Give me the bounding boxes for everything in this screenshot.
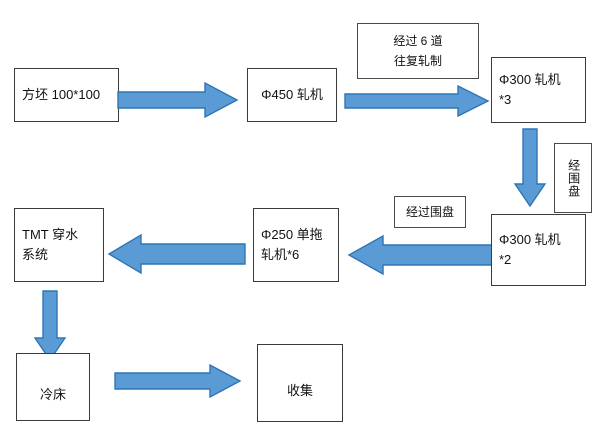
node-mill300-x2-label: Φ300 轧机 *2 bbox=[499, 231, 561, 267]
node-mill250-single-x6-label: Φ250 单拖 轧机*6 bbox=[261, 226, 323, 262]
note-loop-laying: 经围盘 bbox=[554, 143, 592, 213]
arrow-mill300x3-to-mill300x2 bbox=[513, 128, 547, 208]
arrow-coolbed-to-collect bbox=[114, 363, 242, 399]
arrow-billet-to-mill450 bbox=[117, 81, 239, 119]
node-billet[interactable]: 方坯 100*100 bbox=[14, 68, 119, 122]
note-six-pass-rolling: 经过 6 道 往复轧制 bbox=[357, 23, 479, 79]
node-cooling-bed-label: 冷床 bbox=[39, 387, 66, 403]
node-tmt-water-cooling[interactable]: TMT 穿水 系统 bbox=[14, 208, 104, 282]
node-mill450-label: Φ450 轧机 bbox=[261, 86, 323, 102]
arrow-tmt-to-coolbed bbox=[33, 290, 67, 362]
note-loop-laying-label: 经围盘 bbox=[566, 158, 581, 198]
note-six-pass-rolling-label: 经过 6 道 往复轧制 bbox=[393, 33, 443, 68]
node-mill450[interactable]: Φ450 轧机 bbox=[247, 68, 337, 122]
node-collection[interactable]: 收集 bbox=[257, 344, 343, 422]
note-via-loop-label: 经过围盘 bbox=[405, 204, 454, 219]
node-mill300-x2[interactable]: Φ300 轧机 *2 bbox=[491, 214, 586, 286]
arrow-mill250x6-to-tmt bbox=[107, 230, 247, 278]
arrow-mill300x2-to-mill250x6 bbox=[347, 232, 497, 278]
node-tmt-water-cooling-label: TMT 穿水 系统 bbox=[22, 226, 79, 262]
arrow-mill450-to-mill300x3 bbox=[344, 84, 490, 118]
node-mill250-single-x6[interactable]: Φ250 单拖 轧机*6 bbox=[253, 208, 339, 282]
node-collection-label: 收集 bbox=[286, 383, 313, 399]
node-mill300-x3-label: Φ300 轧机 *3 bbox=[499, 71, 561, 107]
node-cooling-bed[interactable]: 冷床 bbox=[16, 353, 90, 421]
note-via-loop: 经过围盘 bbox=[394, 196, 466, 228]
node-mill300-x3[interactable]: Φ300 轧机 *3 bbox=[491, 57, 586, 123]
node-billet-label: 方坯 100*100 bbox=[22, 86, 101, 102]
